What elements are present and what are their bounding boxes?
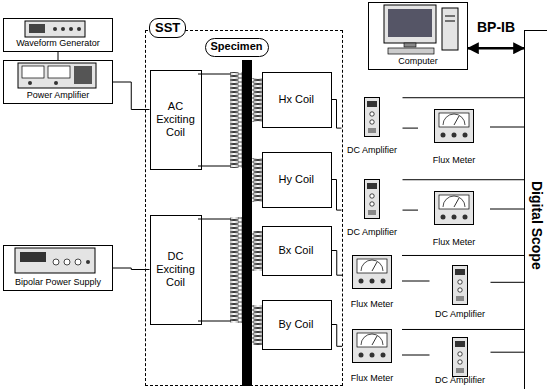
node-label: Hy Coil (279, 173, 314, 186)
signal-wire (332, 251, 343, 276)
node-label: AC Exciting Coil (153, 100, 199, 140)
node-label: DC Amplifier (347, 227, 397, 238)
signal-wire (402, 355, 430, 356)
node-label: Flux Meter (433, 237, 476, 248)
signal-wire (58, 52, 59, 60)
flux-meter: Flux Meter (418, 188, 490, 248)
sensor-coil: Bx Coil (262, 226, 332, 276)
node-label: DC Amplifier (347, 145, 397, 156)
node-label: DC Amplifier (435, 375, 485, 386)
signal-wire (403, 128, 419, 129)
dc-amplifier: DC Amplifier (430, 262, 491, 320)
signal-wire (491, 352, 525, 353)
flux-meter: Flux Meter (342, 252, 402, 310)
power-supply: Bipolar Power Supply (3, 245, 113, 291)
signal-wire (403, 97, 525, 98)
sensor-coil: By Coil (262, 300, 332, 350)
signal-wire (332, 100, 342, 129)
power-amplifier: Power Amplifier (3, 60, 113, 104)
dc-amplifier: DC Amplifier (342, 176, 403, 238)
computer: Computer (368, 2, 468, 70)
node-label: Flux Meter (351, 299, 394, 310)
node-label: Specimen (211, 40, 263, 53)
node-label: DC Exciting Coil (153, 250, 199, 290)
node-label: Power Amplifier (27, 90, 90, 101)
flux-meter: Flux Meter (418, 106, 490, 166)
node-label: By Coil (279, 318, 314, 331)
dc-amplifier: DC Amplifier (342, 94, 403, 156)
node-label: Bipolar Power Supply (15, 277, 101, 288)
signal-wire (403, 179, 525, 180)
node-label: Bx Coil (279, 244, 314, 257)
signal-wire (490, 209, 524, 210)
node-label: Waveform Generator (16, 38, 100, 49)
node-label: SST (149, 18, 186, 38)
exciting-coil: AC Exciting Coil (150, 70, 202, 170)
signal-wire (332, 180, 342, 211)
node-label: Flux Meter (433, 155, 476, 166)
signal-wire (332, 325, 343, 347)
node-label: Digital Scope (528, 181, 545, 270)
node-label: Computer (398, 56, 438, 67)
signal-wire (403, 210, 419, 211)
node-label: Hx Coil (279, 93, 314, 106)
waveform-generator: Waveform Generator (3, 18, 113, 52)
node-label: DC Amplifier (435, 309, 485, 320)
sst-frame: SSTSpecimenAC Exciting CoilDC Exciting C… (145, 30, 343, 386)
bus-arrow (468, 47, 524, 50)
digital-scope: Digital Scope (524, 30, 547, 389)
sensor-coil: Hx Coil (262, 72, 332, 128)
bus-label: BP-IB (475, 19, 517, 36)
exciting-coil: DC Exciting Coil (150, 215, 202, 325)
sensor-coil: Hy Coil (262, 152, 332, 208)
signal-wire (402, 255, 524, 256)
specimen-label: Specimen (205, 38, 269, 57)
signal-wire (402, 281, 430, 282)
dc-amplifier: DC Amplifier (430, 334, 491, 386)
flux-meter: Flux Meter (342, 326, 402, 384)
node-label: Flux Meter (351, 373, 394, 384)
signal-wire (491, 282, 525, 283)
signal-wire (402, 329, 524, 330)
signal-wire (490, 127, 524, 128)
